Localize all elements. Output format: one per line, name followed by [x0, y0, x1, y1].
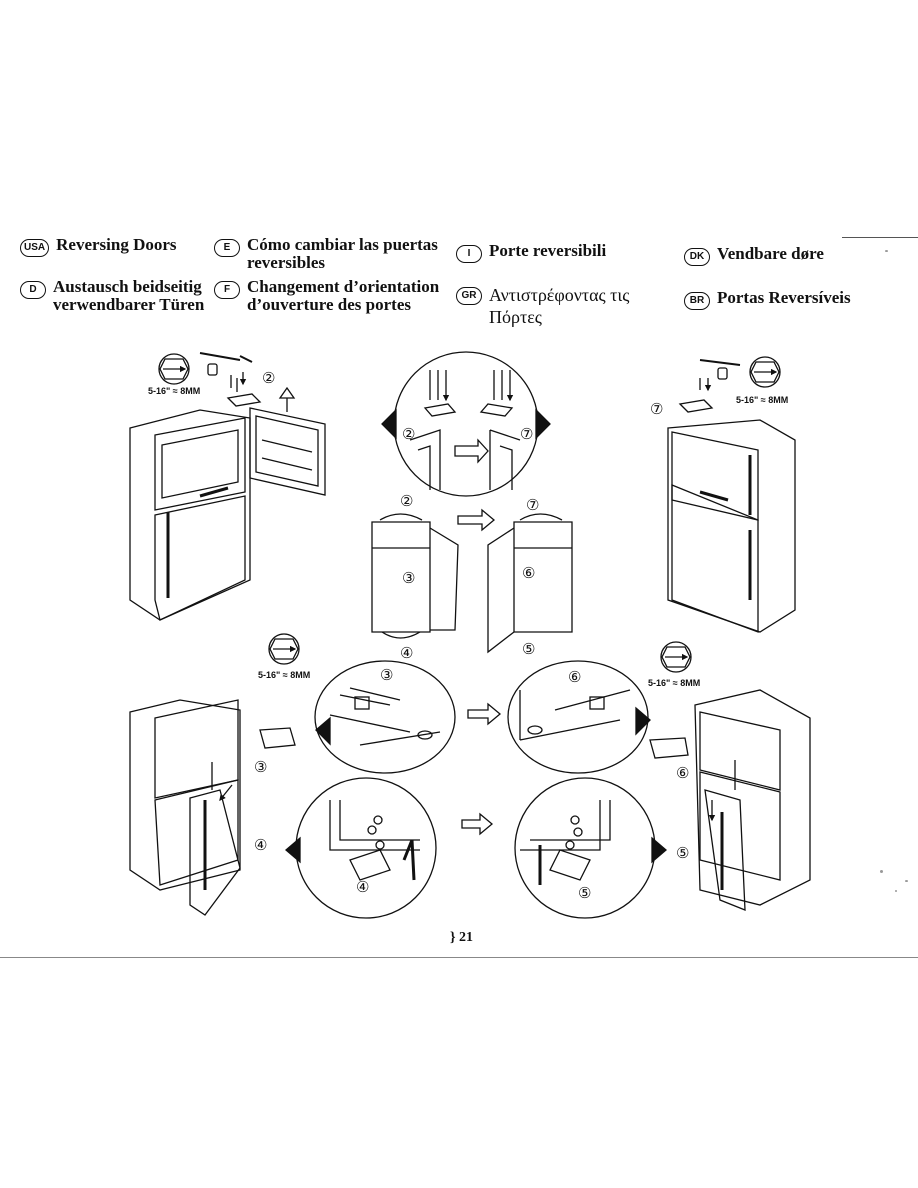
- heading-d-line1: Austausch beidseitig: [53, 277, 202, 296]
- step-2-center: ②: [400, 493, 413, 510]
- heading-gr-line1: Αντιστρέφοντας τις: [489, 285, 630, 305]
- step-5-center: ⑤: [522, 641, 535, 658]
- hinge-detail-middle-right: [507, 660, 651, 774]
- heading-e: E Cómo cambiar las puertas reversibles: [214, 236, 438, 272]
- page-number: } 21: [450, 930, 474, 945]
- step-2-circle: ②: [402, 426, 415, 443]
- heading-dk-line1: Vendbare døre: [717, 244, 824, 263]
- language-badge-gr: GR: [456, 287, 482, 305]
- heading-dk: DK Vendbare døre: [684, 245, 824, 266]
- language-badge-dk: DK: [684, 248, 710, 266]
- tool-size-label-bottom-left: 5-16" ≈ 8MM: [258, 670, 310, 680]
- scan-speck: [880, 870, 883, 873]
- tool-size-label-top-left: 5-16" ≈ 8MM: [148, 386, 200, 396]
- step-3-bottom-left: ③: [254, 759, 267, 776]
- language-badge-e: E: [214, 239, 240, 257]
- hinge-detail-bottom-right: [514, 777, 667, 919]
- language-badge-br: BR: [684, 292, 710, 310]
- heading-usa-line1: Reversing Doors: [56, 235, 177, 254]
- step-7-top-right: ⑦: [650, 401, 663, 418]
- heading-br: BR Portas Reversíveis: [684, 289, 851, 310]
- language-badge-d: D: [20, 281, 46, 299]
- step-6-circle: ⑥: [568, 669, 581, 686]
- fridge-bottom-right: [649, 689, 811, 911]
- socket-tool-bottom-right: [660, 641, 692, 673]
- socket-tool-top-right: [678, 356, 781, 413]
- step-3-circle: ③: [380, 667, 393, 684]
- hinge-detail-bottom-left: [285, 777, 437, 919]
- hinge-detail-middle-left: [314, 660, 456, 774]
- step-4-center: ④: [400, 645, 413, 662]
- heading-e-line1: Cómo cambiar las puertas: [247, 235, 438, 254]
- socket-tool-top-left: [158, 352, 262, 407]
- arrow-right-middle: [467, 702, 502, 726]
- language-badge-f: F: [214, 281, 240, 299]
- hinge-detail-top-center: [381, 351, 551, 497]
- heading-f: F Changement d’orientation d’ouverture d…: [214, 278, 439, 314]
- scan-speck: [905, 880, 908, 882]
- heading-i-line1: Porte reversibili: [489, 241, 607, 260]
- heading-gr-line2: Πόρτες: [489, 307, 542, 327]
- step-7-center: ⑦: [526, 497, 539, 514]
- heading-f-line2: d’ouverture des portes: [247, 295, 411, 314]
- heading-f-line1: Changement d’orientation: [247, 277, 440, 296]
- language-badge-usa: USA: [20, 239, 50, 257]
- bottom-rule: [0, 957, 918, 958]
- step-6-center: ⑥: [522, 565, 535, 582]
- socket-tool-bottom-left: [268, 633, 300, 665]
- heading-usa: USA Reversing Doors: [20, 236, 177, 257]
- fridge-bottom-left: [129, 699, 296, 916]
- fridge-diagram-center-left: [371, 513, 459, 639]
- step-4-circle: ④: [356, 879, 369, 896]
- tool-size-label-top-right: 5-16" ≈ 8MM: [736, 395, 788, 405]
- heading-d-line2: verwendbarer Türen: [53, 295, 205, 314]
- tool-size-label-bottom-right: 5-16" ≈ 8MM: [648, 678, 700, 688]
- fridge-top-right: [667, 419, 796, 633]
- step-7-circle: ⑦: [520, 426, 533, 443]
- fridge-top-left: [129, 386, 326, 621]
- heading-d: D Austausch beidseitig verwendbarer Türe…: [20, 278, 204, 314]
- step-3-center: ③: [402, 570, 415, 587]
- heading-i: I Porte reversibili: [456, 242, 606, 263]
- heading-e-line2: reversibles: [247, 253, 326, 272]
- step-2-top-left: ②: [262, 370, 275, 387]
- language-badge-i: I: [456, 245, 482, 263]
- scan-speck: [895, 890, 897, 892]
- step-5-bottom-right: ⑤: [676, 845, 689, 862]
- step-4-bottom-left: ④: [254, 837, 267, 854]
- top-rule: [842, 237, 918, 238]
- heading-br-line1: Portas Reversíveis: [717, 288, 851, 307]
- arrow-right-bottom: [461, 812, 494, 836]
- scan-speck: [885, 250, 888, 252]
- step-5-circle: ⑤: [578, 885, 591, 902]
- step-6-bottom-right: ⑥: [676, 765, 689, 782]
- fridge-diagram-center-right: [487, 513, 573, 654]
- heading-gr: GR Αντιστρέφοντας τις Πόρτες: [456, 284, 629, 328]
- arrow-right-center: [457, 508, 496, 532]
